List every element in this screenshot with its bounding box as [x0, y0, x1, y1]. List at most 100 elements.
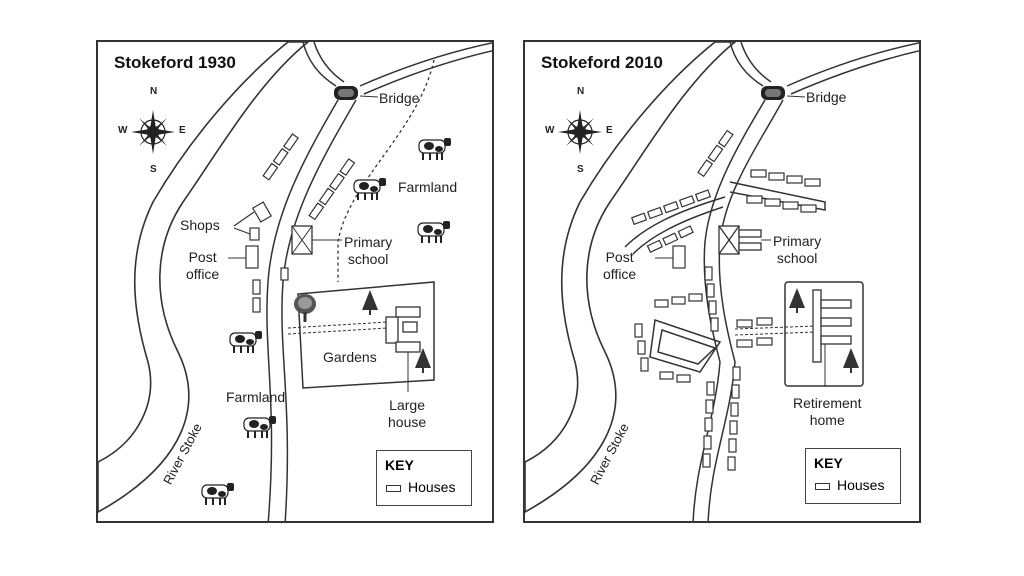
house-icon — [646, 239, 664, 253]
house-icon — [815, 483, 830, 490]
house-icon — [706, 381, 715, 396]
cow-icon — [243, 416, 276, 438]
primary-school-building — [718, 225, 762, 255]
house-icon — [637, 340, 646, 355]
key-title: KEY — [385, 457, 414, 473]
house-icon — [252, 297, 261, 313]
post-office-building — [245, 245, 259, 269]
river-stoke — [98, 42, 310, 513]
main-road-left — [266, 99, 339, 521]
house-icon — [662, 200, 680, 214]
house-icon — [662, 232, 679, 246]
house-icon — [717, 129, 734, 148]
new-road-west-curve-b — [632, 206, 724, 255]
tree-icon — [362, 290, 378, 315]
house-icon — [703, 435, 712, 450]
road-north-east — [359, 42, 492, 87]
house-icon — [702, 453, 711, 468]
retirement-home-building — [812, 289, 852, 363]
footpath — [337, 59, 435, 282]
house-icon — [800, 204, 817, 213]
compass-east-label: E — [179, 125, 186, 136]
bridge-icon — [761, 86, 785, 100]
cow-icon — [353, 178, 386, 200]
river-stoke — [525, 42, 737, 513]
house-icon — [732, 366, 741, 381]
map-1930: Stokeford 1930 N S E W Bridge Farmland S… — [96, 40, 494, 523]
house-icon — [654, 299, 669, 308]
house-icon — [756, 337, 773, 346]
key-houses-label: Houses — [837, 477, 885, 493]
shops-label: Shops — [180, 217, 220, 233]
loop-road-inner — [657, 329, 717, 365]
map-key: KEY Houses — [805, 448, 901, 504]
house-icon — [728, 438, 737, 453]
road-north-west — [302, 42, 337, 87]
post-office-label: Post office — [186, 249, 220, 282]
house-icon — [676, 374, 691, 383]
compass-rose-icon — [131, 110, 175, 154]
key-title: KEY — [814, 455, 843, 471]
house-icon — [705, 399, 714, 414]
cow-icon — [229, 331, 262, 353]
house-icon — [707, 144, 724, 163]
house-icon — [280, 267, 289, 281]
primary-school-label: Primary school — [344, 234, 393, 267]
house-icon — [731, 384, 740, 399]
house-icon — [730, 402, 739, 417]
house-icon — [308, 202, 325, 221]
house-icon — [804, 178, 821, 187]
house-icon — [708, 300, 717, 315]
house-icon — [704, 266, 713, 281]
house-icon — [768, 172, 785, 181]
house-icon — [688, 293, 703, 302]
map-title: Stokeford 2010 — [541, 53, 663, 72]
house-icon — [328, 172, 345, 191]
house-icon — [262, 162, 279, 181]
compass-north-label: N — [150, 86, 158, 97]
house-icon — [782, 201, 799, 210]
road-north-west-inner — [740, 42, 772, 83]
primary-school-building — [291, 225, 313, 255]
tree-icon — [294, 294, 316, 322]
loop-road — [649, 318, 722, 373]
house-icon — [729, 420, 738, 435]
house-icon — [677, 225, 694, 239]
post-office-label: Post office — [603, 249, 637, 282]
house-icon — [694, 189, 712, 202]
map-2010: Stokeford 2010 N S E W Bridge Post offic… — [523, 40, 921, 523]
house-icon — [736, 339, 753, 348]
road-north-east-inner — [790, 50, 919, 95]
retirement-home-label: Retirement home — [793, 395, 862, 428]
compass-south-label: S — [577, 164, 584, 175]
house-icon — [339, 158, 356, 177]
road-north-east-inner — [363, 50, 492, 95]
houses-1930 — [252, 133, 356, 313]
gardens-label: Gardens — [323, 349, 377, 365]
post-office-building — [672, 245, 686, 269]
house-icon — [727, 456, 736, 471]
bridge-label: Bridge — [379, 90, 420, 106]
compass-west-label: W — [545, 125, 555, 136]
compass-rose-icon — [558, 110, 602, 154]
house-icon — [678, 195, 696, 208]
house-icon — [697, 159, 714, 178]
house-icon — [659, 371, 674, 380]
cow-icon — [201, 483, 234, 505]
map-key: KEY Houses — [376, 450, 472, 506]
house-icon — [704, 417, 713, 432]
map-2010-drawing — [525, 42, 919, 521]
house-icon — [671, 296, 686, 305]
house-icon — [646, 206, 664, 220]
house-icon — [272, 147, 289, 166]
house-icon — [640, 357, 649, 372]
large-house-building — [385, 306, 421, 353]
primary-school-label: Primary school — [773, 233, 822, 266]
cow-icon — [417, 221, 450, 243]
road-north-east — [786, 42, 919, 87]
house-icon — [386, 485, 401, 492]
main-road-right — [707, 99, 784, 521]
main-road-right — [281, 99, 357, 521]
compass-east-label: E — [606, 125, 613, 136]
house-icon — [318, 187, 335, 206]
